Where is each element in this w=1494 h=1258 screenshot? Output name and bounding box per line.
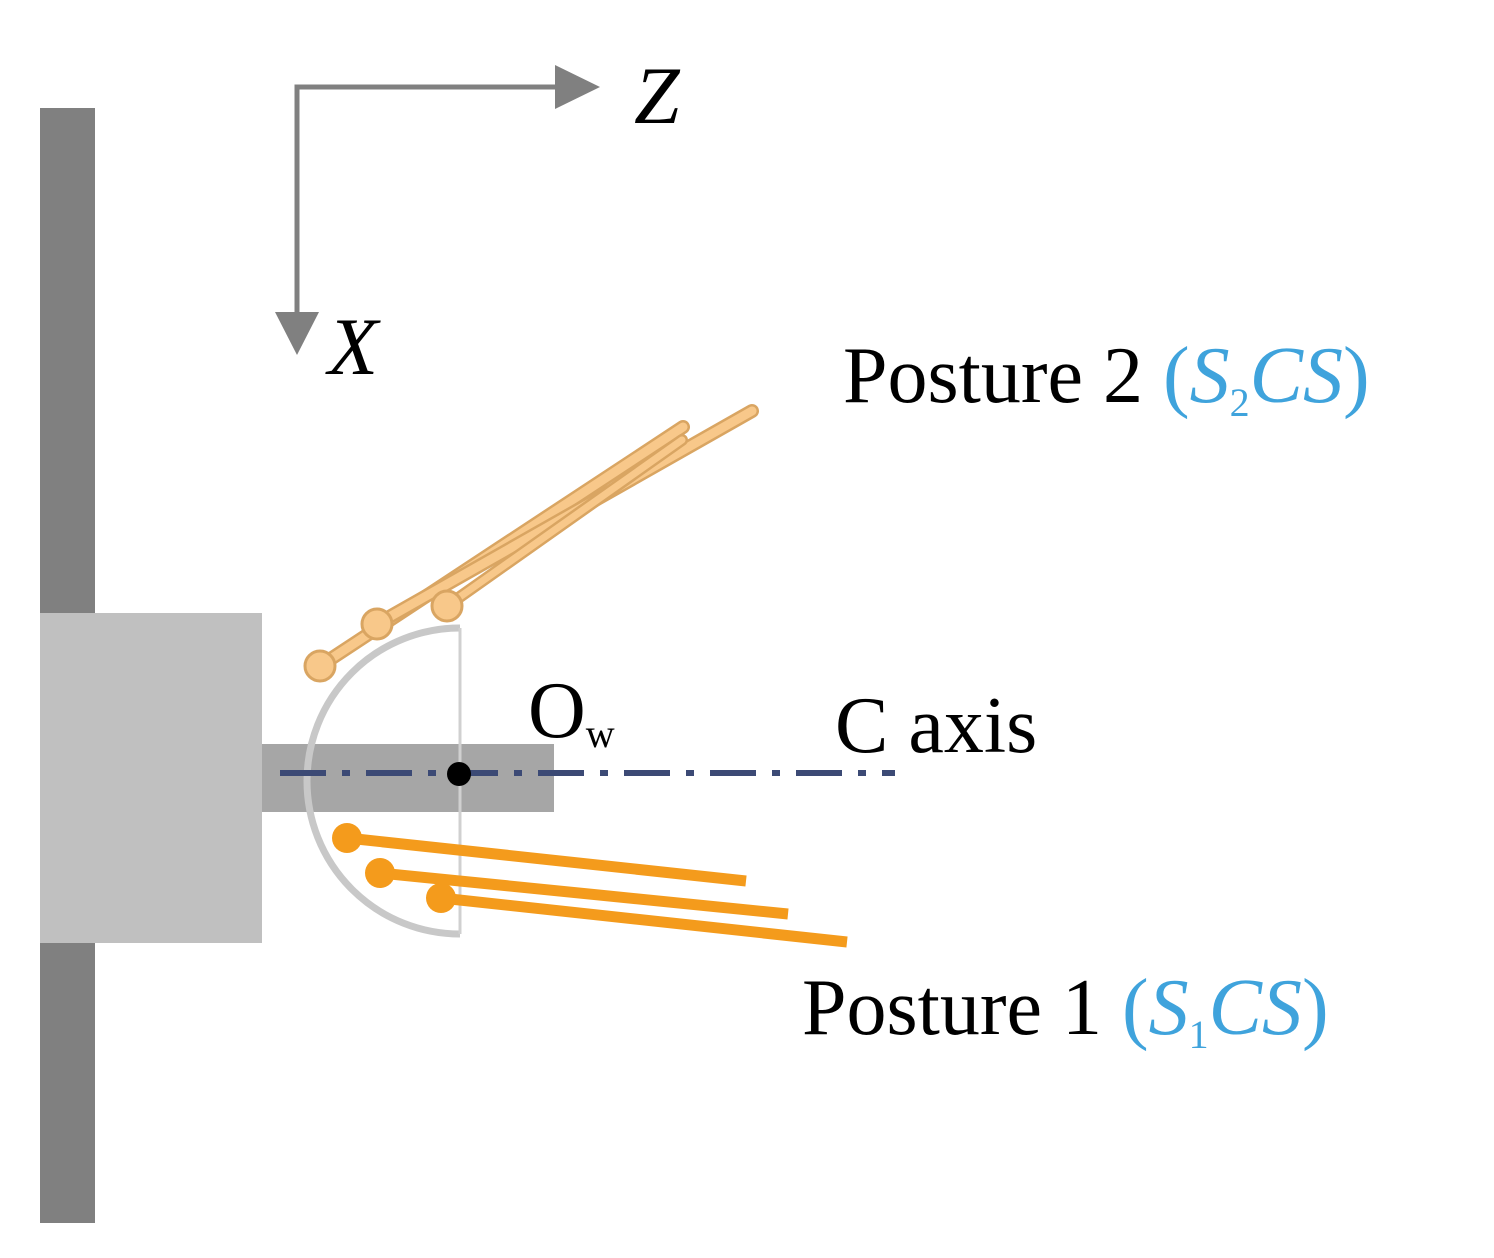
posture2-probe-tip — [303, 649, 337, 683]
origin-label: Ow — [528, 667, 615, 756]
posture1-probe-tip — [365, 858, 395, 888]
posture2-probe-tip — [430, 589, 464, 623]
posture2-probe-tip — [360, 607, 394, 641]
posture1-stylus — [379, 867, 789, 920]
posture2-stylus — [443, 436, 686, 610]
posture2-label: Posture 2 (S2CS) — [843, 332, 1370, 425]
coordinate-axes — [275, 65, 600, 355]
origin-label-subscript: w — [586, 711, 615, 756]
posture1-probe-tip — [426, 883, 456, 913]
x-axis-label: X — [325, 301, 381, 392]
x-arrow-icon — [275, 312, 319, 355]
posture2-s: S — [1190, 332, 1230, 420]
posture1-label-prefix: Posture 1 — [802, 964, 1122, 1052]
z-arrow-icon — [555, 65, 600, 109]
posture2-label-prefix: Posture 2 — [843, 332, 1163, 420]
posture1-subscript: 1 — [1189, 1012, 1209, 1057]
probe-arc — [303, 624, 461, 938]
c-axis-label: C axis — [835, 682, 1037, 770]
posture1-styli — [332, 823, 848, 948]
posture2-cs: CS — [1250, 332, 1343, 420]
z-axis-label: Z — [634, 50, 681, 141]
posture1-stylus — [440, 892, 848, 948]
posture1-open-paren: ( — [1122, 964, 1149, 1052]
posture1-close-paren: ) — [1302, 964, 1329, 1052]
posture2-subscript: 2 — [1230, 380, 1250, 425]
posture1-stylus — [346, 832, 747, 887]
origin-point — [447, 762, 471, 786]
posture2-styli — [303, 404, 759, 683]
posture1-probe-tip — [332, 823, 362, 853]
posture1-cs: CS — [1209, 964, 1302, 1052]
axis-lines — [294, 84, 560, 327]
fixture-block — [40, 613, 262, 943]
posture1-s: S — [1149, 964, 1189, 1052]
posture2-open-paren: ( — [1163, 332, 1190, 420]
posture2-close-paren: ) — [1343, 332, 1370, 420]
origin-label-main: O — [528, 667, 586, 755]
posture1-label: Posture 1 (S1CS) — [802, 964, 1329, 1057]
